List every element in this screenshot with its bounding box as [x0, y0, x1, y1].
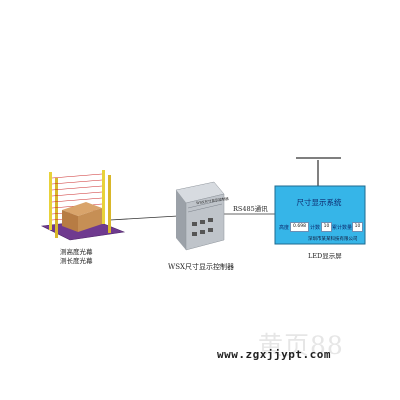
curtain-post-left-back — [49, 172, 52, 230]
comm-label: RS485通讯 — [233, 205, 268, 213]
controller-vents — [187, 199, 223, 213]
watermark-brand: 黄页88 — [258, 331, 344, 360]
screen-field-label-total: 累计数量 — [332, 225, 353, 231]
controller-label: WSX尺寸显示控制器 — [168, 263, 234, 271]
led-display — [274, 157, 366, 245]
screen-field-label-height: 高度 — [279, 225, 290, 231]
screen-company: 深圳市某某科技有限公司 — [308, 237, 358, 242]
screen-field-value-height: 0.698 — [290, 222, 309, 232]
controller-ports — [192, 218, 213, 236]
screen-field-value-count: 10 — [321, 222, 332, 232]
curtain-label-length: 测长度光幕 — [60, 257, 93, 265]
screen-field-value-total: 10 — [352, 222, 363, 232]
light-curtain-unit — [40, 170, 126, 241]
controller-front — [176, 190, 186, 250]
curtain-label-height: 测高度光幕 — [60, 248, 93, 256]
cable-curtain-controller — [109, 215, 179, 221]
watermark-url[interactable]: www.zgxjjypt.com — [217, 348, 331, 361]
measured-box — [62, 202, 102, 232]
screen-title: 尺寸显示系统 — [296, 198, 342, 207]
curtain-post-right-back — [102, 170, 105, 224]
controller-device — [175, 181, 225, 251]
screen-panel — [274, 185, 366, 245]
screen-field-label-count: 计数 — [310, 225, 321, 231]
curtain-post-left-front — [55, 178, 58, 238]
curtain-post-right-front — [108, 175, 111, 233]
screen-caption: LED显示屏 — [308, 252, 342, 260]
